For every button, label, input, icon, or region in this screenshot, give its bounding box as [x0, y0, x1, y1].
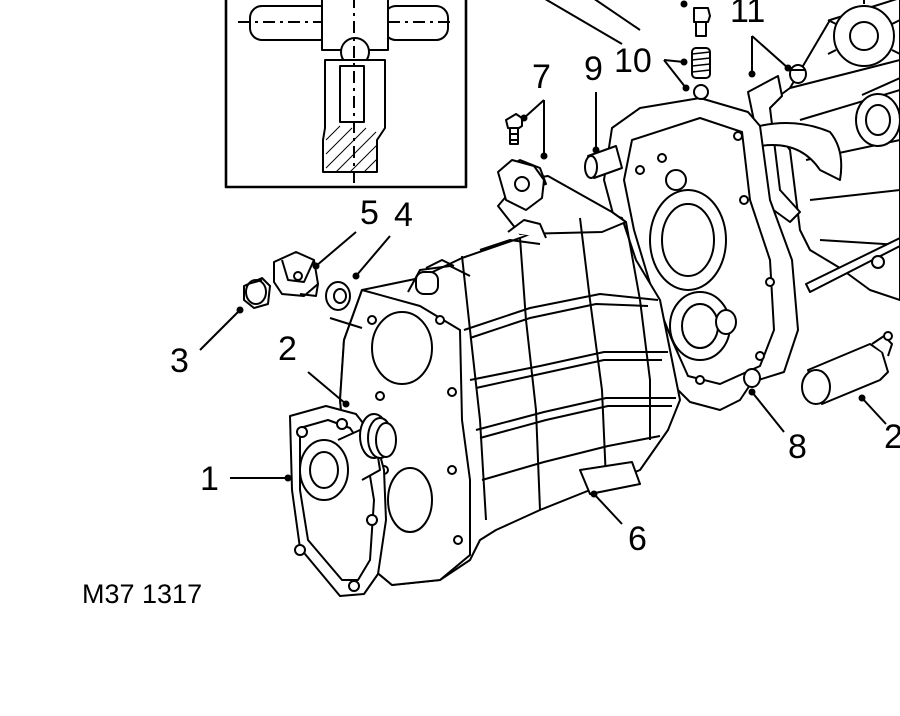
filter-cylinder — [801, 331, 893, 405]
callout-3: 3 — [170, 342, 189, 380]
mounting-bolt — [789, 64, 807, 84]
dowel-pin — [584, 145, 623, 179]
leader-lines — [199, 0, 887, 525]
bracket-and-bolt — [497, 113, 545, 211]
callout-7: 7 — [532, 58, 551, 96]
callout-1: 1 — [200, 460, 219, 498]
callout-8: 8 — [788, 428, 807, 466]
inset-detail-view — [224, 0, 468, 189]
drain-plug — [243, 277, 271, 309]
adaptor-plate — [603, 97, 799, 411]
filler-plug — [273, 251, 319, 297]
rear-housing — [744, 0, 900, 301]
callout-2-right: 2 — [884, 418, 900, 456]
figure-code: M37 1317 — [82, 579, 202, 609]
detent-spring — [691, 7, 711, 100]
callout-4: 4 — [394, 196, 413, 234]
gearbox-main-casing — [339, 159, 681, 586]
callout-9: 9 — [584, 50, 603, 88]
callout-10: 10 — [614, 42, 652, 80]
front-cover — [289, 405, 397, 597]
sealing-washer — [325, 281, 351, 311]
callout-2: 2 — [278, 330, 297, 368]
callout-11: 11 — [730, 0, 765, 30]
callout-6: 6 — [628, 520, 647, 558]
callout-5: 5 — [360, 194, 379, 232]
